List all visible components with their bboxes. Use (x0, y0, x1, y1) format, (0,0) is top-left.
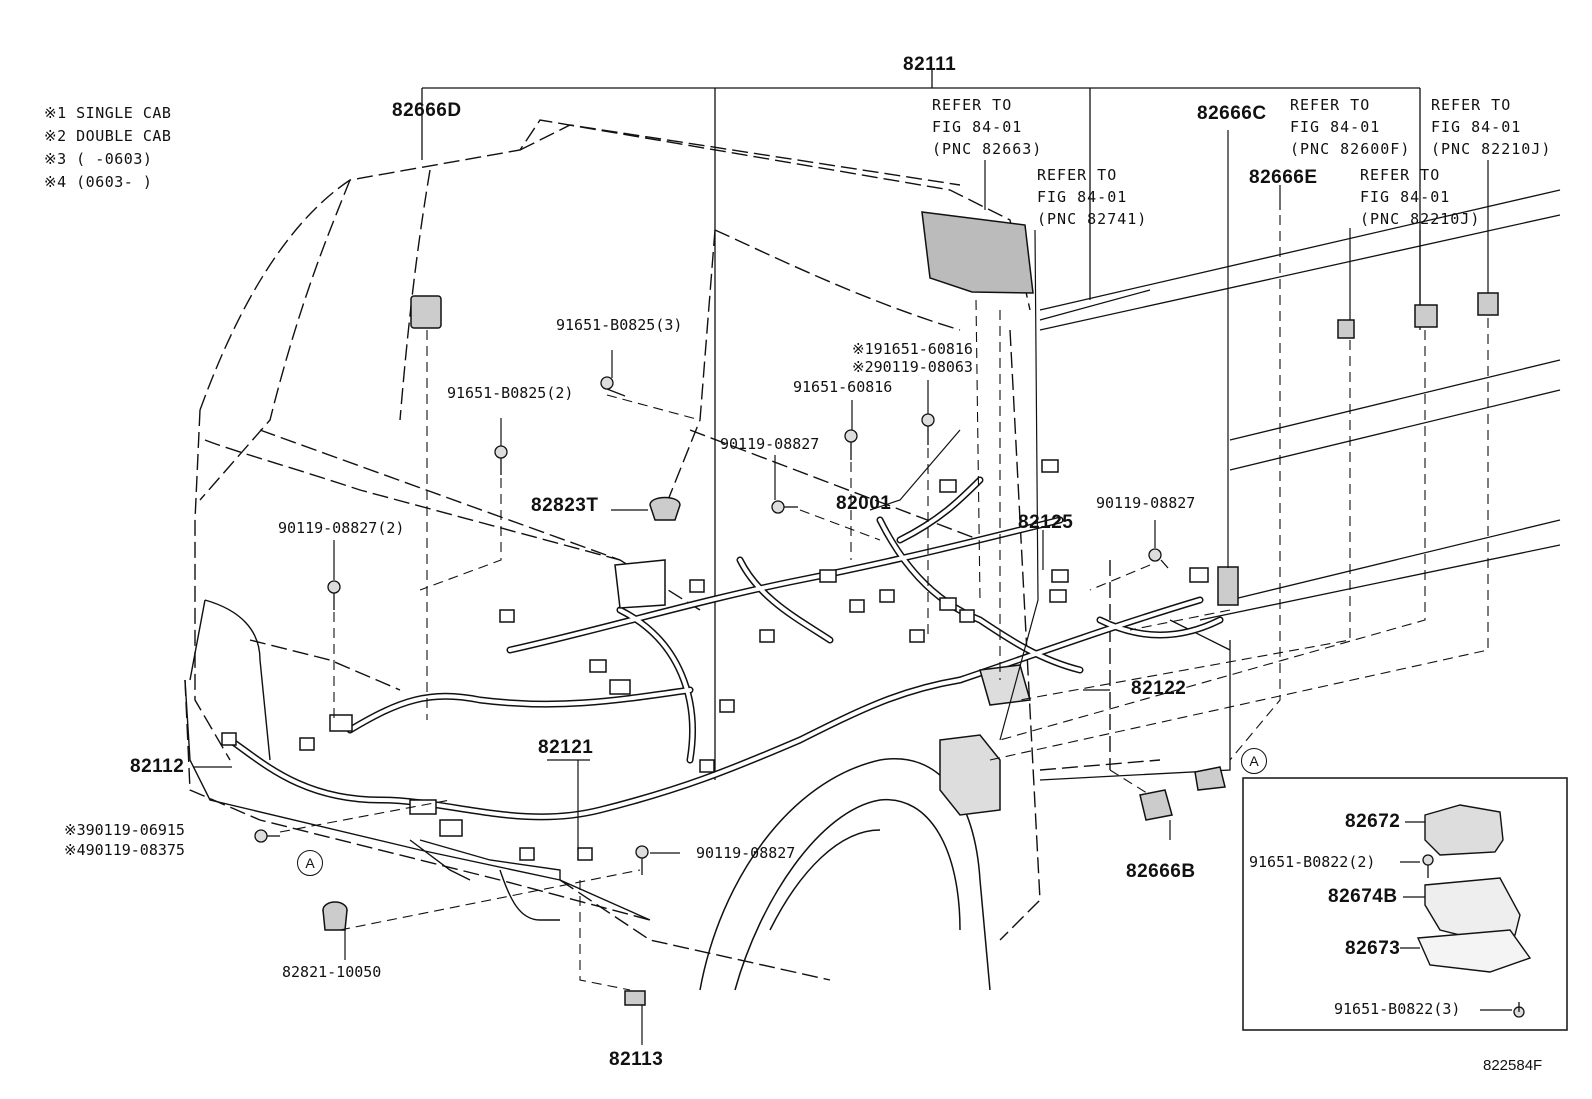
figure-code: 822584F (1483, 1057, 1543, 1074)
ecu-box (921, 211, 1034, 294)
note-2: ※2 DOUBLE CAB (44, 127, 172, 145)
refer-82663-line2: FIG 84-01 (932, 118, 1023, 136)
part-82666C[interactable]: 82666C (1197, 103, 1267, 124)
refer-82741-line3: (PNC 82741) (1037, 210, 1148, 228)
label-leaders (193, 130, 1512, 1045)
marker-a-bumper: A (297, 850, 323, 876)
refer-82600F-line2: FIG 84-01 (1290, 118, 1381, 136)
refer-82663-line3: (PNC 82663) (932, 140, 1043, 158)
leader-lines (279, 215, 1489, 991)
part-91651-B0825-2[interactable]: 91651-B0825(2) (447, 384, 574, 402)
part-90119-08827-2[interactable]: 90119-08827(2) (278, 519, 405, 537)
part-82673[interactable]: 82673 (1345, 938, 1401, 959)
small-parts (322, 292, 1499, 1006)
part-91651-B0822-3[interactable]: 91651-B0822(3) (1334, 1000, 1461, 1018)
note-1: ※1 SINGLE CAB (44, 104, 172, 122)
bolts (254, 376, 1525, 1018)
part-82001[interactable]: 82001 (836, 493, 892, 514)
harness-connectors (221, 459, 1209, 861)
refer-82210J-a-line2: FIG 84-01 (1431, 118, 1522, 136)
part-90119-08375[interactable]: ※490119-08375 (64, 841, 185, 859)
cab-outline (184, 119, 1161, 981)
part-82112[interactable]: 82112 (130, 756, 185, 777)
refer-82663-line1: REFER TO (932, 96, 1013, 114)
part-82674B[interactable]: 82674B (1328, 886, 1398, 907)
bed-lines (1039, 189, 1561, 781)
inset-box (1242, 777, 1568, 1031)
leader-82111-drops (421, 88, 1421, 780)
refer-82741-line2: FIG 84-01 (1037, 188, 1128, 206)
part-90119-08827-center[interactable]: 90119-08827 (720, 435, 820, 453)
refer-82741-line1: REFER TO (1037, 166, 1118, 184)
part-90119-08827-bumper[interactable]: 90119-08827 (696, 844, 796, 862)
part-91651-B0822-2[interactable]: 91651-B0822(2) (1249, 853, 1376, 871)
refer-82210J-a-line3: (PNC 82210J) (1431, 140, 1552, 158)
refer-82600F-line3: (PNC 82600F) (1290, 140, 1411, 158)
part-82666E[interactable]: 82666E (1249, 167, 1318, 188)
part-82823T[interactable]: 82823T (531, 495, 599, 516)
refer-82210J-b-line3: (PNC 82210J) (1360, 210, 1481, 228)
part-82666B[interactable]: 82666B (1126, 861, 1196, 882)
part-82113[interactable]: 82113 (609, 1049, 664, 1070)
part-90119-08827-right[interactable]: 90119-08827 (1096, 494, 1196, 512)
part-82125[interactable]: 82125 (1018, 512, 1074, 533)
part-82111[interactable]: 82111 (903, 54, 957, 75)
part-82666D[interactable]: 82666D (392, 100, 462, 121)
note-4: ※4 (0603- ) (44, 173, 153, 191)
relay-block (939, 664, 1031, 816)
part-91651-60816[interactable]: 91651-60816 (793, 378, 893, 396)
part-90119-06915[interactable]: ※390119-06915 (64, 821, 185, 839)
part-90119-08063-double-cab[interactable]: ※290119-08063 (852, 358, 973, 376)
part-91651-60816-single-cab[interactable]: ※191651-60816 (852, 340, 973, 358)
refer-82210J-a-line1: REFER TO (1431, 96, 1512, 114)
part-82122[interactable]: 82122 (1131, 678, 1187, 699)
refer-82210J-b-line2: FIG 84-01 (1360, 188, 1451, 206)
refer-82210J-b-line1: REFER TO (1360, 166, 1441, 184)
refer-82600F-line1: REFER TO (1290, 96, 1371, 114)
part-82121[interactable]: 82121 (538, 737, 594, 758)
part-82821-10050[interactable]: 82821-10050 (282, 963, 382, 981)
marker-a-inset: A (1241, 748, 1267, 774)
note-3: ※3 ( -0603) (44, 150, 153, 168)
part-91651-B0825-3[interactable]: 91651-B0825(3) (556, 316, 683, 334)
front-wheel (699, 758, 991, 991)
part-82672[interactable]: 82672 (1345, 811, 1401, 832)
